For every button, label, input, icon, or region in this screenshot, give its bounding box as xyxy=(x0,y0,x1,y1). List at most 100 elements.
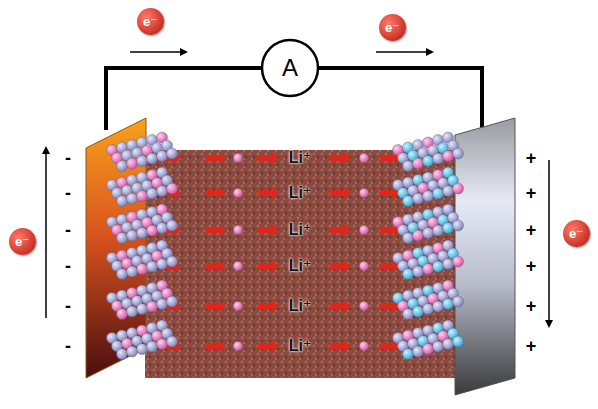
atom xyxy=(413,158,424,169)
atom xyxy=(117,269,128,280)
ion-arrow xyxy=(258,224,279,236)
lithium-ion xyxy=(234,154,243,163)
atom xyxy=(453,296,464,307)
positive-sign: + xyxy=(526,297,537,315)
atom xyxy=(127,193,138,204)
atom xyxy=(117,233,128,244)
atom xyxy=(127,230,138,241)
atom xyxy=(433,341,444,352)
atom xyxy=(453,336,464,347)
atom xyxy=(147,225,158,236)
atom xyxy=(137,156,148,167)
ion-label: Li⁺ xyxy=(289,222,312,238)
lithium-ion xyxy=(360,342,369,351)
atom xyxy=(127,158,138,169)
atom xyxy=(167,183,178,194)
negative-sign: - xyxy=(65,257,71,275)
atom xyxy=(443,151,454,162)
atom xyxy=(433,188,444,199)
electron-badge: e⁻ xyxy=(9,228,36,255)
lithium-ion xyxy=(234,262,243,271)
atom xyxy=(403,233,414,244)
negative-sign: - xyxy=(65,221,71,239)
atom xyxy=(433,261,444,272)
electron-symbol: e⁻ xyxy=(143,15,157,28)
atom-layers xyxy=(107,132,464,360)
positive-sign: + xyxy=(526,149,537,167)
flow-arrow xyxy=(130,51,186,53)
atom xyxy=(157,151,168,162)
atom xyxy=(423,156,434,167)
atom xyxy=(127,306,138,317)
ion-label: Li⁺ xyxy=(289,338,312,354)
electron-badge: e⁻ xyxy=(563,220,590,247)
ammeter-outline xyxy=(262,40,318,96)
atom xyxy=(167,296,178,307)
atom xyxy=(443,339,454,350)
atom xyxy=(413,266,424,277)
atom xyxy=(423,228,434,239)
flow-arrow xyxy=(45,148,47,318)
electron-badge: e⁻ xyxy=(379,14,406,41)
atom xyxy=(137,228,148,239)
positive-sign: + xyxy=(526,337,537,355)
atom xyxy=(117,349,128,360)
electrolyte xyxy=(145,150,455,378)
atom xyxy=(453,148,464,159)
ion-arrow xyxy=(330,300,351,312)
electron-symbol: e⁻ xyxy=(569,227,583,240)
ion-arrow xyxy=(205,340,226,352)
ion-arrow xyxy=(330,260,351,272)
atom xyxy=(453,183,464,194)
atom xyxy=(157,299,168,310)
ion-arrow xyxy=(205,260,226,272)
lithium-ion xyxy=(234,226,243,235)
atom xyxy=(443,223,454,234)
ion-arrow xyxy=(258,340,279,352)
ion-arrow xyxy=(205,224,226,236)
atom xyxy=(453,220,464,231)
atom xyxy=(403,161,414,172)
lithium-ion xyxy=(360,302,369,311)
atom xyxy=(137,264,148,275)
atom xyxy=(147,301,158,312)
atom xyxy=(403,269,414,280)
atom xyxy=(413,306,424,317)
ion-arrow xyxy=(258,260,279,272)
atom xyxy=(147,261,158,272)
atom xyxy=(167,220,178,231)
lithium-ion xyxy=(360,262,369,271)
atom xyxy=(433,225,444,236)
atom xyxy=(157,186,168,197)
atom xyxy=(147,153,158,164)
meter-letter: A xyxy=(282,56,298,80)
ammeter: A xyxy=(270,48,310,88)
atom xyxy=(443,186,454,197)
atom xyxy=(423,264,434,275)
atom xyxy=(433,301,444,312)
ion-arrow xyxy=(258,300,279,312)
lithium-ion xyxy=(234,302,243,311)
atom xyxy=(423,191,434,202)
ion-label: Li⁺ xyxy=(289,150,312,166)
lithium-ion xyxy=(234,342,243,351)
ion-arrow xyxy=(205,152,226,164)
negative-sign: - xyxy=(65,149,71,167)
electron-symbol: e⁻ xyxy=(15,235,29,248)
ion-arrow xyxy=(330,187,351,199)
atom xyxy=(147,341,158,352)
ion-arrow xyxy=(205,187,226,199)
wire xyxy=(318,68,482,130)
negative-sign: - xyxy=(65,337,71,355)
atom xyxy=(413,193,424,204)
negative-sign: - xyxy=(65,297,71,315)
ion-label: Li⁺ xyxy=(289,185,312,201)
positive-sign: + xyxy=(526,257,537,275)
ion-label: Li⁺ xyxy=(289,258,312,274)
atom xyxy=(443,259,454,270)
atom xyxy=(117,196,128,207)
ion-arrow xyxy=(205,300,226,312)
atom xyxy=(423,344,434,355)
atom xyxy=(137,344,148,355)
